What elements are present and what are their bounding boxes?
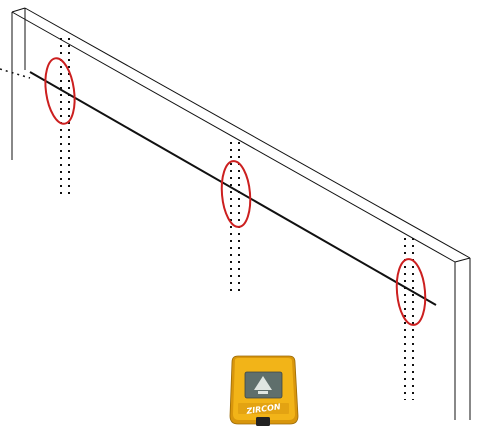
screen-bar-icon: [258, 391, 268, 394]
line-extension-dotted: [0, 68, 31, 79]
wall-top-edge-back: [24, 7, 471, 259]
wall-left-cap: [11, 7, 26, 13]
sloped-wall-outline: [11, 7, 471, 420]
stud-finder-brand-band: [238, 403, 289, 414]
hidden-studs: [60, 38, 414, 400]
stud-finder-device-icon: ZIRCON: [229, 355, 299, 426]
stud-marker-2: [220, 160, 252, 228]
wall-right-cap: [454, 257, 471, 263]
stud-marker-3: [395, 258, 427, 326]
stud-markers: [44, 57, 427, 326]
stud-finder-button: [256, 417, 270, 426]
screen-arrow-icon: [254, 376, 272, 390]
drawn-line: [29, 71, 437, 306]
stud-marker-1: [44, 57, 76, 125]
wall-top-edge-front: [11, 11, 456, 263]
